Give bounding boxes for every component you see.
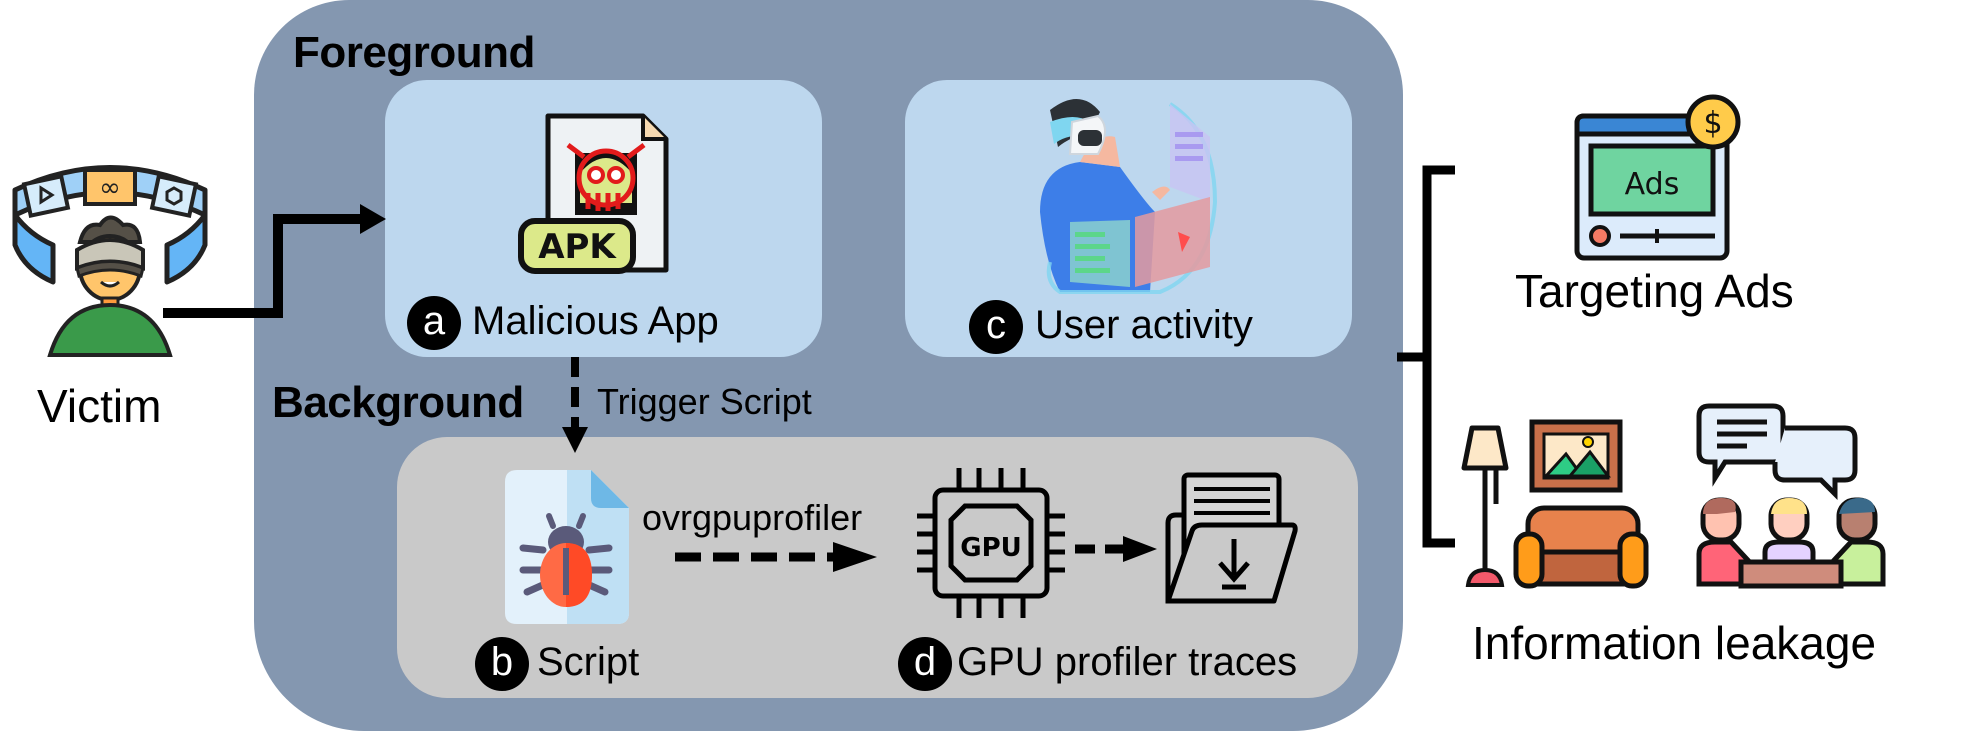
svg-text:∞: ∞ — [99, 173, 121, 203]
user-activity-label: User activity — [1035, 303, 1253, 347]
badge-d: d — [898, 637, 952, 691]
information-leakage-label: Information leakage — [1472, 617, 1877, 669]
gpu-text: GPU — [960, 533, 1022, 563]
victim-to-app-arrow — [163, 204, 386, 318]
victim-label: Victim — [37, 380, 162, 432]
living-room-icon — [1461, 419, 1649, 589]
badge-b: b — [475, 637, 529, 691]
background-title: Background — [272, 378, 524, 427]
apk-malware-icon: APK — [518, 113, 669, 274]
profiler-arrow — [675, 542, 877, 572]
apk-text: APK — [538, 227, 617, 267]
meeting-icon — [1696, 403, 1886, 589]
ads-icon: Ads $ — [1574, 94, 1741, 261]
folder-download-icon — [1165, 472, 1298, 604]
outcome-bracket — [1397, 165, 1455, 548]
foreground-title: Foreground — [293, 28, 535, 77]
vr-interaction-icon — [1040, 98, 1218, 294]
malicious-app-label: Malicious App — [472, 299, 719, 343]
gpu-traces-label: GPU profiler traces — [957, 640, 1298, 684]
ovrgpuprofiler-label: ovrgpuprofiler — [642, 497, 863, 538]
trigger-script-arrow — [562, 357, 588, 453]
gpu-chip-icon: GPU — [917, 468, 1065, 618]
coin-text: $ — [1703, 106, 1722, 141]
badge-a: a — [407, 296, 461, 350]
badge-c: c — [969, 300, 1023, 354]
bug-script-icon — [505, 470, 629, 624]
trace-arrow — [1075, 536, 1157, 562]
script-label: Script — [537, 640, 640, 684]
ads-text: Ads — [1625, 167, 1680, 202]
vr-user-icon: ∞ — [12, 165, 208, 357]
trigger-script-label: Trigger Script — [597, 381, 812, 422]
targeting-ads-label: Targeting Ads — [1515, 265, 1794, 317]
